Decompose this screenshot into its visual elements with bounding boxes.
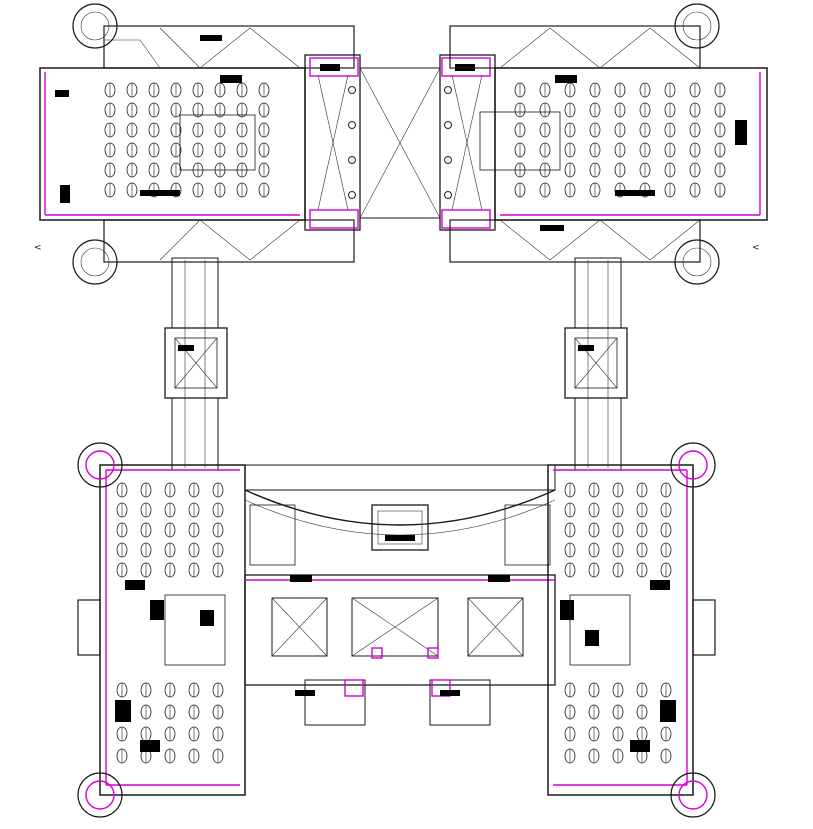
column-icon [348,86,356,94]
left-corridor [164,257,228,471]
column-icon [348,156,356,164]
central-atrium-top [304,54,496,231]
column-icon [348,121,356,129]
corner-tower-icon [670,442,716,488]
corner-tower-icon [674,3,720,49]
corner-tower-icon [72,3,118,49]
corner-tower-icon [72,239,118,285]
upper-right-block [449,25,768,263]
corner-tower-icon [670,772,716,818]
column-icon [444,121,452,129]
column-icon [444,86,452,94]
section-mark-right: < [752,243,760,253]
corner-tower-icon [77,442,123,488]
upper-left-block [39,25,355,263]
column-icon [348,191,356,199]
corner-tower-icon [674,239,720,285]
right-corridor [564,257,628,471]
column-icon [444,156,452,164]
lower-right-block [547,464,716,796]
lower-left-block [77,464,246,796]
lower-center-hall [244,464,556,726]
section-mark-left: < [34,243,42,253]
column-icon [444,191,452,199]
corner-tower-icon [77,772,123,818]
